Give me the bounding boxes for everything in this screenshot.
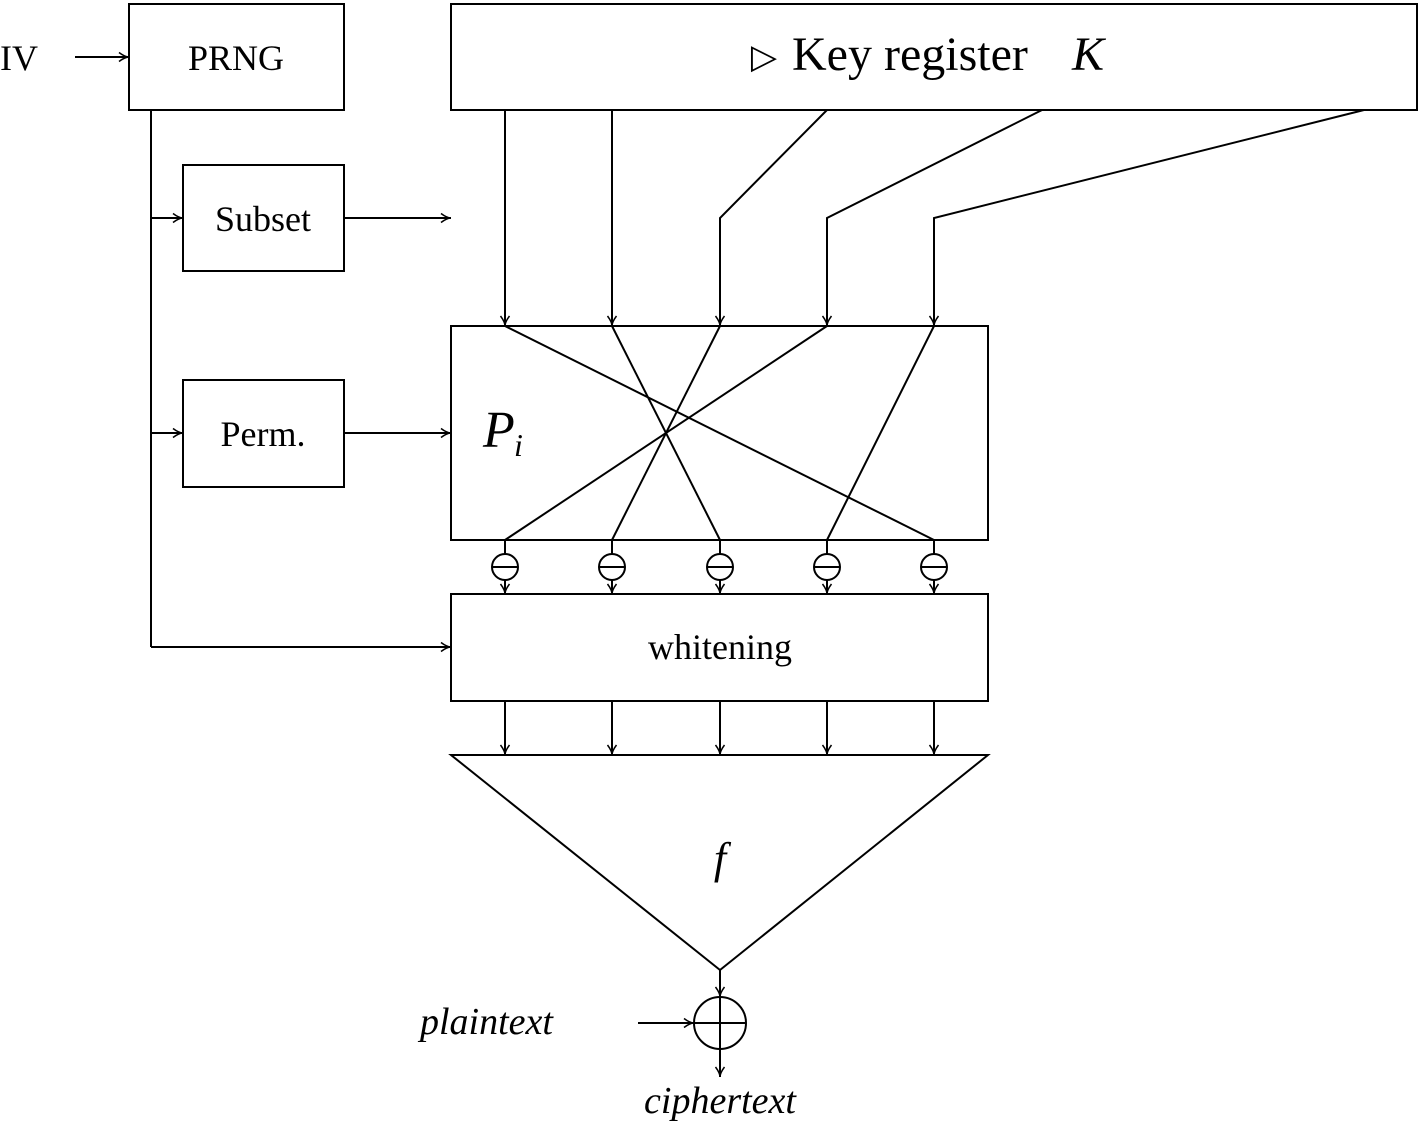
perm-wire-1: [504, 325, 935, 541]
prng-box: [128, 3, 345, 111]
perm-label: Perm.: [221, 414, 306, 454]
ciphertext-label: ciphertext: [644, 1080, 797, 1122]
whitening-box: [450, 593, 989, 702]
xor-node-1: [491, 540, 519, 595]
xor-node-3: [706, 540, 734, 595]
whitening-label: whitening: [648, 627, 792, 667]
prng-label: PRNG: [188, 38, 284, 78]
subset-box: [182, 164, 345, 272]
f-triangle: [448, 754, 991, 972]
xor-node-4: [813, 540, 841, 595]
perm-box: [182, 379, 345, 488]
key-register-marker: ▷: [751, 39, 778, 76]
perm-wire-4: [504, 325, 828, 541]
xor-node-5: [920, 540, 948, 595]
pi-label: P: [482, 402, 515, 459]
iv-label: IV: [0, 38, 38, 78]
key-register-box: [450, 3, 1418, 111]
key-line-5: [928, 109, 1365, 327]
pi-subscript: i: [514, 427, 523, 463]
key-line-4: [821, 109, 1043, 327]
key-line-3: [714, 109, 828, 327]
perm-wire-5: [826, 325, 935, 541]
key-register-var: K: [1071, 28, 1107, 81]
plaintext-label: plaintext: [417, 1001, 554, 1043]
key-register-label: Key register: [792, 28, 1028, 81]
subset-label: Subset: [215, 199, 311, 239]
xor-node-2: [598, 540, 626, 595]
